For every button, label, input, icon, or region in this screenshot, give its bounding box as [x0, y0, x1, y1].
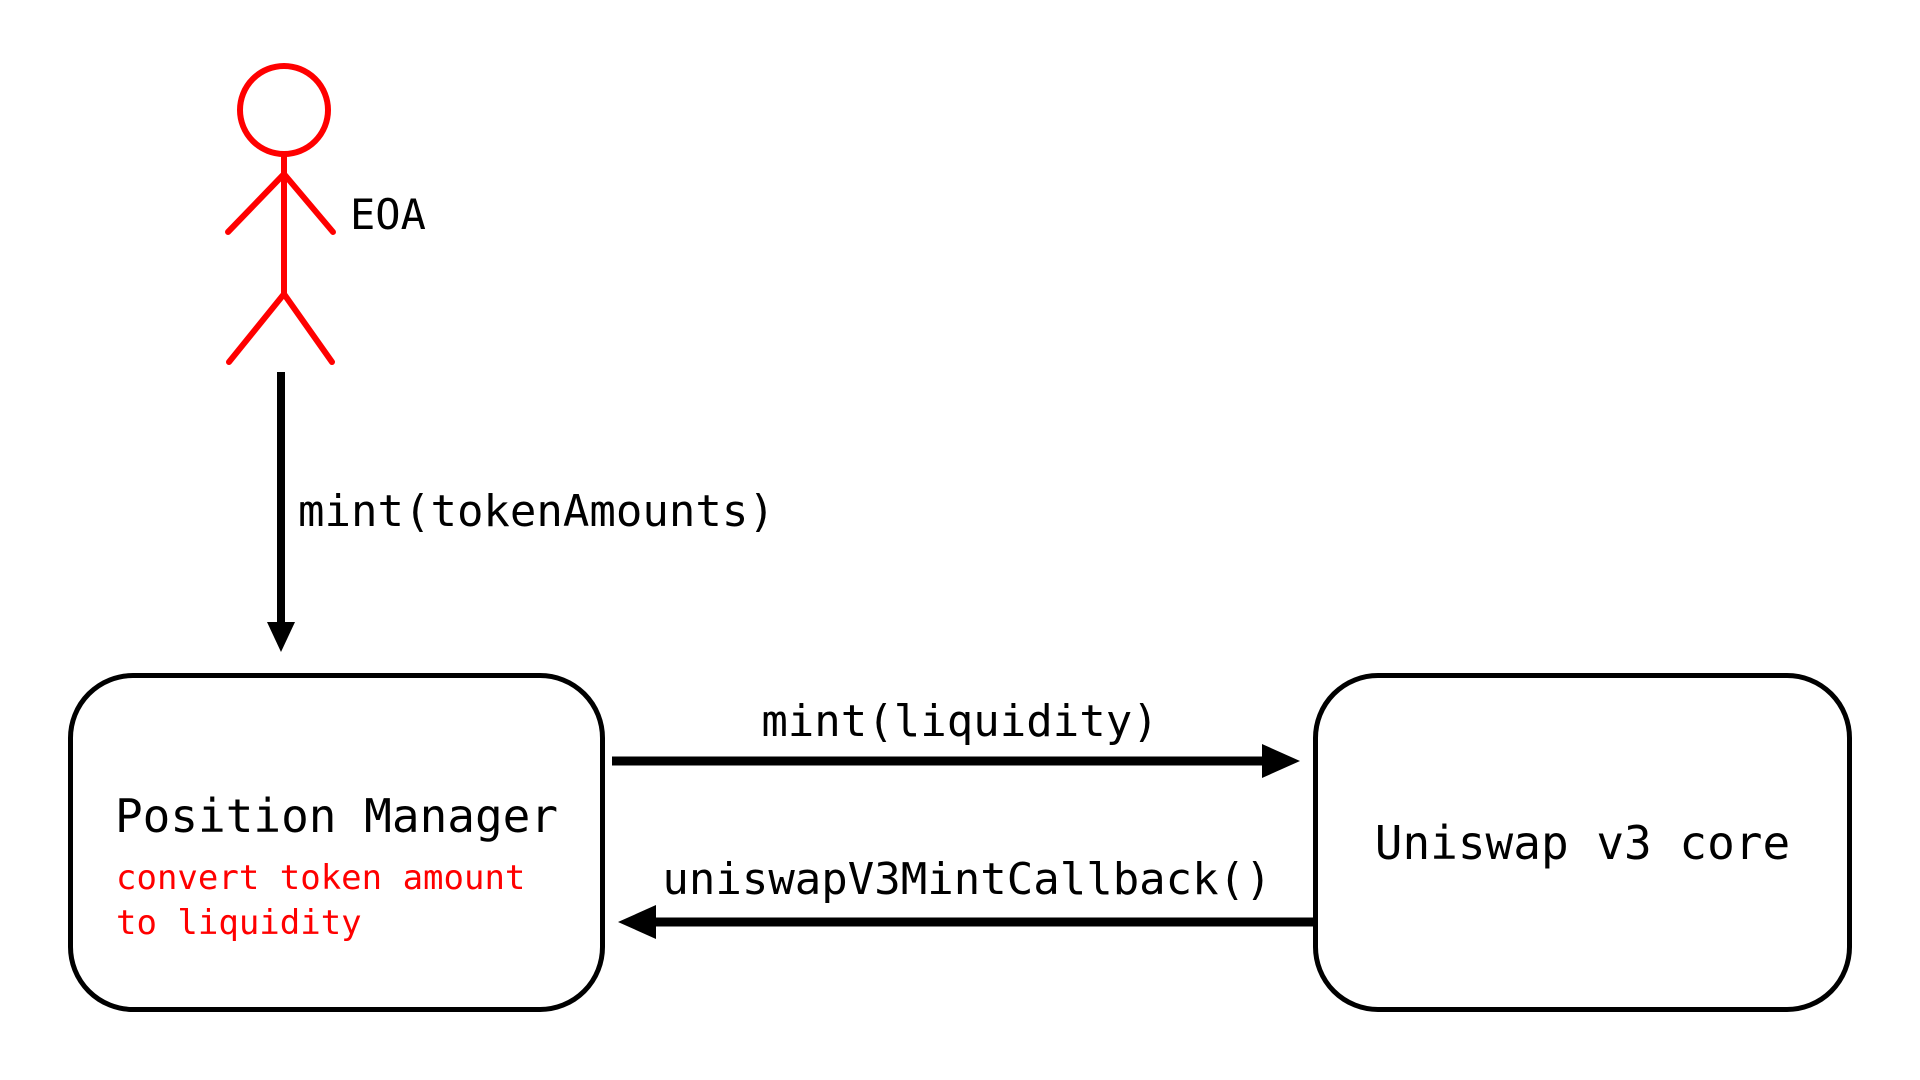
position-manager-note: convert token amount to liquidity — [116, 858, 526, 943]
actor-label: EOA — [350, 190, 426, 239]
uniswap-v3-core-node: Uniswap v3 core — [1313, 673, 1852, 1012]
uniswap-v3-core-title: Uniswap v3 core — [1374, 815, 1791, 870]
core-to-position-manager-arrow — [618, 905, 1313, 939]
position-manager-to-core-arrow — [612, 744, 1300, 778]
edge-label-mint-token-amounts: mint(tokenAmounts) — [298, 486, 775, 537]
position-manager-title: Position Manager — [114, 789, 559, 843]
position-manager-node: Position Manager convert token amount to… — [68, 673, 605, 1012]
edge-label-mint-liquidity: mint(liquidity) — [761, 696, 1159, 747]
edge-label-uniswap-v3-mint-callback: uniswapV3MintCallback() — [662, 854, 1272, 905]
eoa-to-position-manager-arrow — [267, 372, 295, 652]
stick-figure-icon — [225, 63, 336, 365]
